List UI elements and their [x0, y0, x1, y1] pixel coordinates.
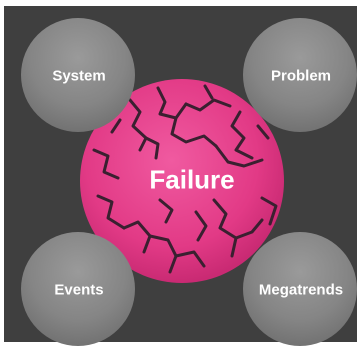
megatrends-circle [243, 232, 357, 346]
crack-lines [92, 84, 278, 274]
megatrends-label: Megatrends [258, 281, 344, 299]
failure-sphere [80, 79, 284, 283]
problem-label: Problem [270, 67, 332, 85]
events-circle [21, 232, 135, 346]
failure-label: Failure [149, 164, 235, 195]
system-label: System [52, 67, 106, 85]
problem-circle [243, 18, 357, 132]
system-circle [21, 18, 135, 132]
events-label: Events [54, 281, 104, 299]
